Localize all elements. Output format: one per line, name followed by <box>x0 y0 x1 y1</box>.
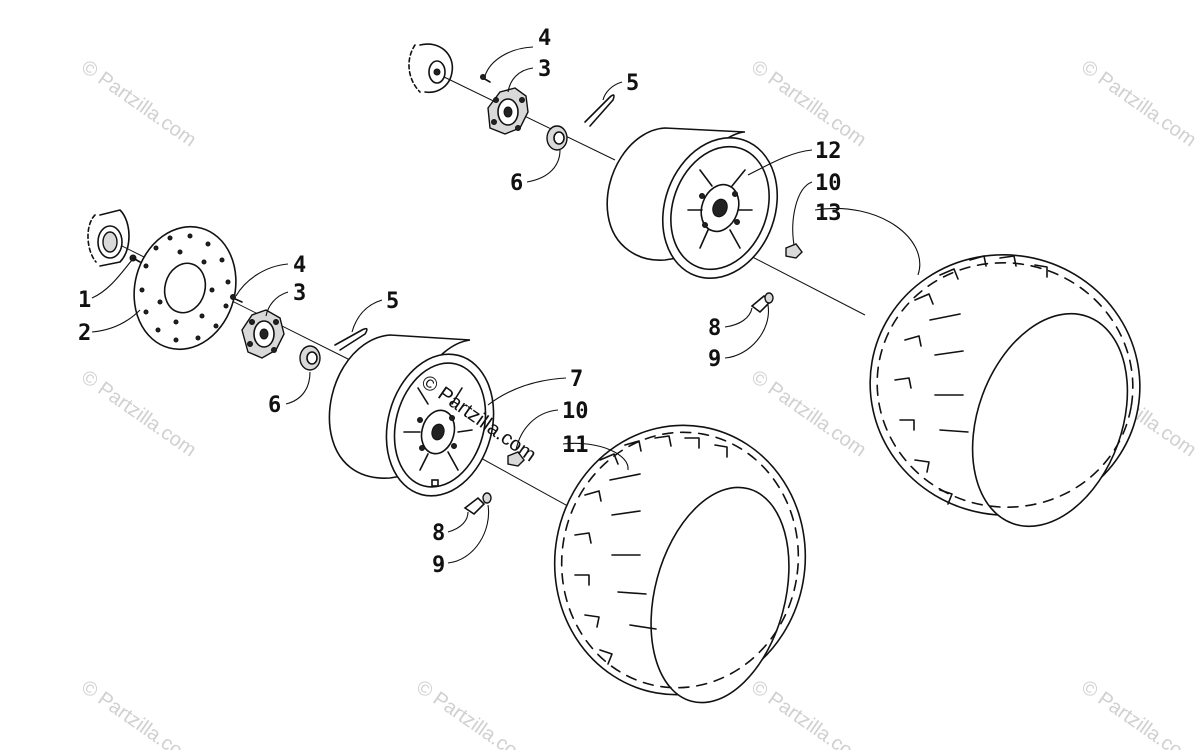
callout-3-upper: 3 <box>538 57 551 82</box>
lower-cotter-pin <box>334 327 368 351</box>
lower-hub <box>241 309 285 359</box>
upper-tire <box>869 254 1141 528</box>
upper-rim <box>606 127 779 280</box>
callout-10-upper: 10 <box>815 171 842 196</box>
callout-6-lower: 6 <box>268 393 281 418</box>
lower-brake-bolt <box>129 254 141 263</box>
upper-castle-nut <box>546 125 568 151</box>
watermark: © Partzilla.com <box>412 676 535 750</box>
upper-cotter-pin <box>584 94 615 127</box>
watermark: © Partzilla.com <box>747 366 870 461</box>
callout-11: 11 <box>562 433 589 458</box>
lower-valve-stem <box>463 492 492 516</box>
callout-7: 7 <box>570 367 583 392</box>
watermark: © Partzilla.com <box>77 366 200 461</box>
callout-4-lower: 4 <box>293 253 306 278</box>
callout-4-upper: 4 <box>538 26 551 51</box>
upper-hub-bolt <box>480 74 491 83</box>
watermark: © Partzilla.com <box>77 676 200 750</box>
lower-rim <box>328 334 495 497</box>
callout-6-upper: 6 <box>510 171 523 196</box>
lower-lug-nut <box>507 451 525 467</box>
callout-8-lower: 8 <box>432 521 445 546</box>
callout-5-upper: 5 <box>626 71 639 96</box>
lower-hub-bolt <box>230 294 243 303</box>
watermark: © Partzilla.com <box>77 56 200 151</box>
upper-valve-stem <box>750 292 774 314</box>
lower-castle-nut <box>299 345 321 371</box>
callout-10-lower: 10 <box>562 399 589 424</box>
callout-13: 13 <box>815 201 842 226</box>
callout-8-upper: 8 <box>708 316 721 341</box>
lower-tire <box>553 424 807 704</box>
callout-3-lower: 3 <box>293 281 306 306</box>
callout-labels: 4 3 5 6 12 10 13 8 9 1 2 4 3 5 6 7 10 11… <box>78 26 842 578</box>
watermark: © Partzilla.com <box>747 56 870 151</box>
callout-1: 1 <box>78 288 91 313</box>
upper-axle-housing <box>408 43 454 94</box>
callout-9-lower: 9 <box>432 553 445 578</box>
watermark: © Partzilla.com <box>1077 676 1200 750</box>
callout-2: 2 <box>78 321 91 346</box>
leader-lines <box>91 46 921 564</box>
watermark: © Partzilla.com <box>747 676 870 750</box>
callout-5-lower: 5 <box>386 289 399 314</box>
watermark: © Partzilla.com <box>1077 56 1200 151</box>
callout-9-upper: 9 <box>708 347 721 372</box>
callout-12: 12 <box>815 139 842 164</box>
upper-hub <box>487 87 529 135</box>
upper-lug-nut <box>785 243 803 259</box>
lower-bearing-housing <box>87 209 130 267</box>
brake-disc <box>133 225 237 351</box>
disc-holes <box>139 233 231 343</box>
